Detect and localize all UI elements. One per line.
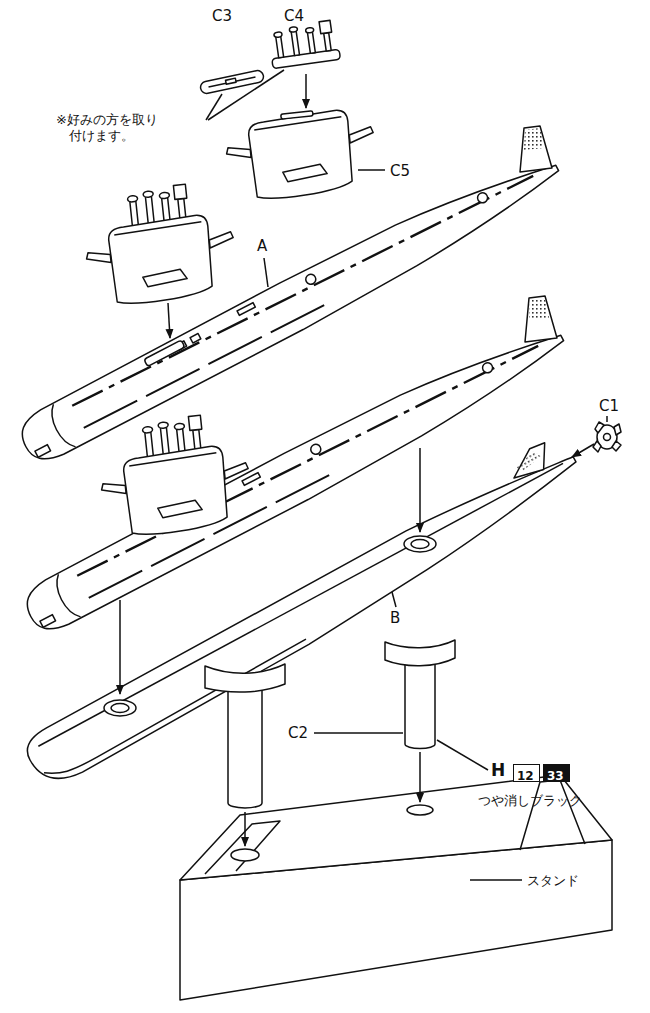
pillar-socket [111, 704, 129, 713]
part-number: C5 [390, 162, 410, 180]
c5-sail [223, 107, 379, 203]
stand [407, 805, 433, 815]
stand-pillar [205, 664, 285, 692]
paint-code-box: 33 [543, 764, 570, 782]
propeller [593, 422, 621, 452]
rudder-texture [524, 128, 544, 150]
leader-line [606, 416, 608, 422]
pillar-socket [411, 540, 429, 549]
hull-assembled [18, 315, 574, 638]
c3-part [199, 69, 264, 94]
assembly-arrow [572, 444, 594, 457]
assembly-arrow [244, 812, 246, 846]
c4-part [324, 33, 331, 52]
c3-part [199, 69, 264, 94]
hull-a [13, 145, 569, 468]
part-number: C4 [284, 7, 304, 25]
hull-a [144, 340, 185, 366]
c5-sail [281, 111, 313, 119]
hull-a [13, 145, 569, 468]
label-anchor: つや消しブラック [478, 790, 582, 809]
paint-code-box: 12 [513, 764, 540, 782]
stand-pillar [385, 640, 455, 666]
c3-part [209, 77, 256, 87]
assembly-arrow [419, 448, 421, 532]
part-number: C1 [599, 397, 619, 415]
leader-line [208, 70, 284, 120]
paint-number: 33 [544, 769, 567, 784]
stand-pillar [405, 660, 435, 749]
label-anchor: スタンド [527, 870, 579, 889]
part-number: C3 [212, 7, 232, 25]
propeller [604, 434, 611, 441]
stand-pillar [205, 640, 455, 808]
propeller [593, 441, 601, 452]
c3-part [226, 78, 237, 84]
propeller [595, 422, 604, 433]
hull-b [505, 441, 556, 484]
propeller [614, 424, 621, 435]
hull-assembled [18, 315, 574, 638]
label-anchor: C4 [284, 6, 304, 26]
stand [231, 849, 259, 861]
propeller [612, 441, 621, 451]
c4-part [319, 20, 332, 33]
part-number: A [257, 237, 267, 255]
leader-line [264, 258, 268, 287]
label-anchor: ※好みの方を取り 付けます。 [56, 112, 181, 145]
stand-pillar [228, 688, 262, 808]
c4-part [291, 30, 299, 55]
assembly-arrow [168, 303, 170, 338]
leader-line [437, 740, 488, 770]
label-anchor: C5 [390, 161, 410, 181]
hull-b [512, 449, 542, 473]
stand [205, 821, 280, 874]
sail-with-masts [98, 443, 254, 539]
sail-with-masts [95, 411, 254, 539]
part-number: C2 [288, 724, 308, 742]
c4-part [274, 32, 283, 38]
pillar-socket [404, 536, 436, 552]
assembly-arrow [119, 600, 121, 694]
label-anchor: C1 [599, 396, 619, 416]
c4-part [268, 20, 341, 69]
c4-part [307, 31, 315, 53]
c4-part [276, 35, 284, 57]
label-anchor: B [390, 608, 400, 628]
c4-part [289, 26, 298, 32]
pillar-socket [104, 700, 136, 716]
leader-line [358, 169, 385, 171]
paint-name: つや消しブラック [478, 793, 582, 808]
label-anchor: C2 [288, 723, 308, 743]
rudder [525, 296, 557, 342]
part-name: スタンド [527, 873, 579, 888]
leader-line [470, 879, 522, 881]
assembly-arrow [305, 74, 307, 108]
hull-b [44, 630, 307, 783]
leader-line [314, 732, 403, 734]
paint-number: 12 [514, 769, 537, 784]
label-anchor: H [491, 760, 505, 781]
assembly-arrow [419, 752, 421, 802]
sail-with-masts [83, 212, 239, 308]
rudder [520, 126, 552, 172]
c5-sail [223, 105, 379, 203]
stand [520, 780, 585, 850]
leader-line [392, 592, 396, 607]
paint-code: H [491, 760, 505, 780]
stand [180, 775, 612, 1000]
label-anchor: C3 [212, 6, 232, 26]
label-anchor: A [257, 236, 267, 256]
line-art [13, 20, 621, 1000]
rudder-texture [529, 298, 549, 320]
c4-part [305, 27, 314, 33]
part-number: B [390, 609, 400, 627]
instruction-note: ※好みの方を取り 付けます。 [56, 112, 181, 145]
sail-with-masts [80, 180, 239, 308]
